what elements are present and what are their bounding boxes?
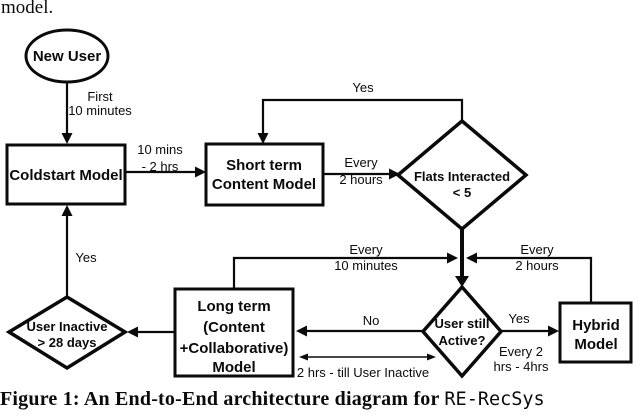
edge-inactive-to-coldstart: Yes xyxy=(61,205,97,297)
node-label: (Content xyxy=(203,319,265,336)
edge-active-to-hybrid: Yes Every 2 hrs - 4hrs xyxy=(494,311,559,374)
edge-label: First xyxy=(87,89,113,104)
node-label: User Inactive xyxy=(27,319,108,334)
edge-long-term-to-junction: Every 10 minutes xyxy=(232,242,458,289)
arrow-down-icon xyxy=(61,133,73,144)
edge-label: 10 mins xyxy=(137,142,183,157)
figure-caption-text: Figure 1: An End-to-End architecture dia… xyxy=(0,388,445,410)
node-label: +Collaborative) xyxy=(180,340,289,357)
edge-label: Every xyxy=(344,155,378,170)
arrow-right-icon xyxy=(427,353,436,361)
edge-long-term-active-range: 2 hrs - till User Inactive xyxy=(297,353,436,380)
node-label: New User xyxy=(33,48,102,65)
arrow-down-icon xyxy=(257,133,269,144)
arrow-left-icon xyxy=(127,326,138,338)
short-term-content-model-node: Short term Content Model xyxy=(204,142,325,207)
node-label: Hybrid xyxy=(572,317,620,334)
edge-label: Yes xyxy=(75,250,97,265)
user-still-active-decision-node: User still Active? xyxy=(420,284,504,379)
arrow-down-icon xyxy=(455,276,469,287)
edge-label: Every 2 xyxy=(499,344,543,359)
edge-coldstart-to-short-term: 10 mins - 2 hrs xyxy=(125,142,206,178)
arrow-left-icon xyxy=(299,353,308,361)
coldstart-model-node: Coldstart Model xyxy=(5,143,127,206)
node-label: Flats Interacted xyxy=(414,169,510,184)
edge-new-user-to-coldstart: First 10 minutes xyxy=(61,82,132,144)
edge-label: Every xyxy=(349,242,383,257)
edge-label: Every xyxy=(520,242,554,257)
node-label: Content Model xyxy=(212,176,316,193)
node-label: Coldstart Model xyxy=(9,167,122,184)
node-label: Model xyxy=(212,359,255,376)
figure-caption: Figure 1: An End-to-End architecture dia… xyxy=(0,388,640,411)
edge-flats-yes-loop: Yes xyxy=(257,80,464,144)
hybrid-model-node: Hybrid Model xyxy=(558,301,633,364)
new-user-node: New User xyxy=(24,28,110,84)
node-label: < 5 xyxy=(453,185,471,200)
node-label: Long term xyxy=(197,298,270,315)
figure-caption-code: RE-RecSys xyxy=(444,389,545,410)
node-label: > 28 days xyxy=(38,335,97,350)
node-label: Model xyxy=(574,336,617,353)
node-label: User still xyxy=(435,316,490,331)
edge-label: 2 hours xyxy=(515,258,559,273)
flats-interacted-decision-node: Flats Interacted < 5 xyxy=(395,118,529,232)
arrow-right-icon xyxy=(389,168,400,180)
arrow-right-icon xyxy=(195,166,206,178)
node-label: Active? xyxy=(439,333,486,348)
edge-label: Yes xyxy=(352,80,374,95)
edge-long-term-to-inactive xyxy=(127,326,175,338)
edge-short-term-to-flats: Every 2 hours xyxy=(323,155,400,187)
arrow-left-icon xyxy=(296,325,307,337)
arrow-left-icon xyxy=(466,252,477,264)
edge-label: 2 hrs - till User Inactive xyxy=(297,365,429,380)
edge-label: Yes xyxy=(508,311,530,326)
user-inactive-decision-node: User Inactive > 28 days xyxy=(5,294,129,371)
edge-active-to-long-term: No xyxy=(296,313,423,337)
arrow-right-icon xyxy=(548,325,559,337)
arrow-right-icon xyxy=(447,252,458,264)
paragraph-tail-text: model. xyxy=(1,0,54,18)
node-label: Short term xyxy=(226,157,302,174)
long-term-model-node: Long term (Content +Collaborative) Model xyxy=(173,287,295,378)
edge-label: 2 hours xyxy=(339,172,383,187)
edge-label: No xyxy=(363,313,380,328)
edge-label: hrs - 4hrs xyxy=(494,359,549,374)
edge-label: - 2 hrs xyxy=(142,159,179,174)
arrow-up-icon xyxy=(61,205,73,216)
edge-hybrid-to-junction: Every 2 hours xyxy=(466,242,593,303)
edge-label: 10 minutes xyxy=(334,258,398,273)
edge-flats-to-active xyxy=(455,229,469,287)
edge-label: 10 minutes xyxy=(68,103,132,118)
